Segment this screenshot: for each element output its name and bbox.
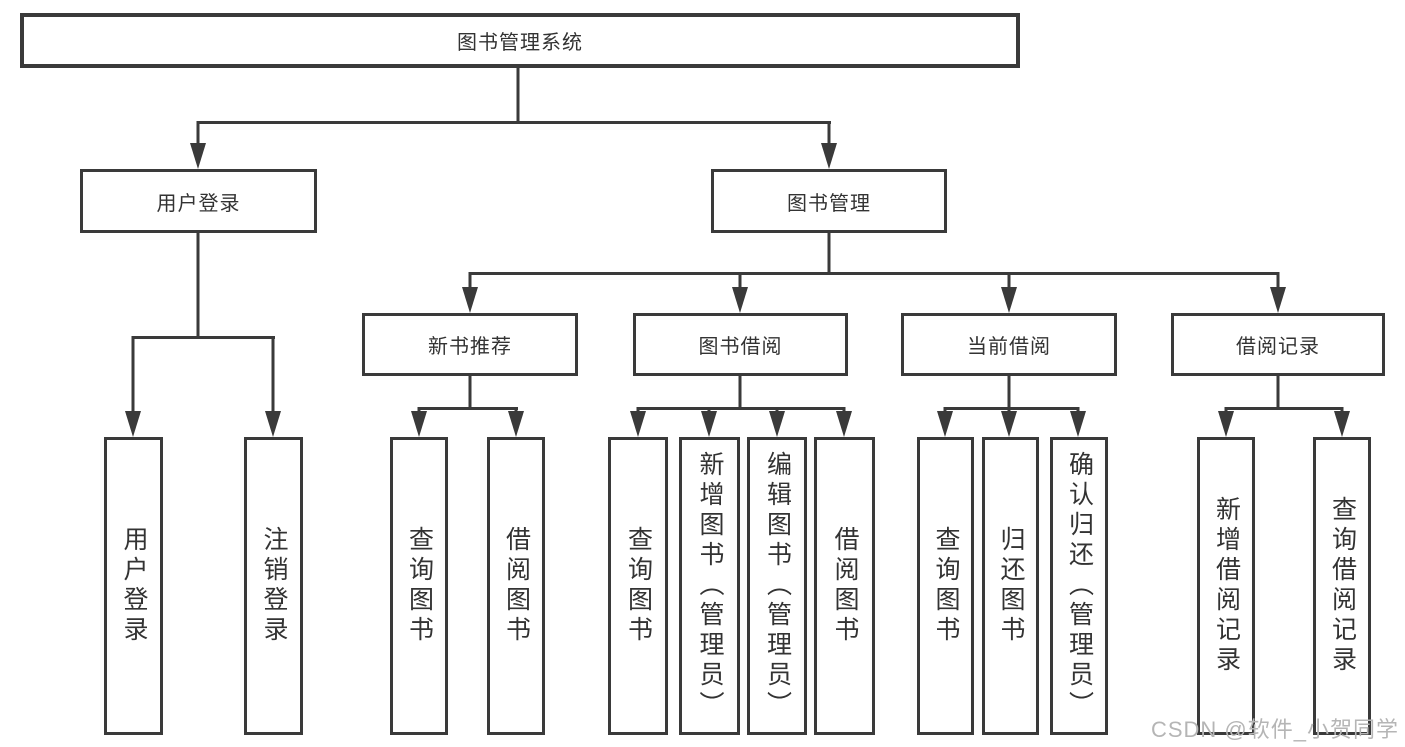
node-label: 用户登录 bbox=[156, 192, 241, 215]
node-label: 新书推荐 bbox=[428, 336, 512, 358]
connector-vline bbox=[827, 233, 831, 272]
node-label: 注销登录 bbox=[260, 526, 288, 646]
node-label: 当前借阅 bbox=[967, 336, 1051, 358]
connector-vline bbox=[707, 407, 711, 411]
node-label: 查询图书 bbox=[405, 526, 434, 646]
connector-hline bbox=[638, 407, 845, 410]
arrowhead-down-icon bbox=[732, 287, 748, 313]
arrowhead-down-icon bbox=[1001, 287, 1017, 313]
node-label: 新增图书（管理员） bbox=[696, 451, 724, 721]
node-label: 查询图书 bbox=[932, 526, 960, 646]
node-label: 查询图书 bbox=[624, 526, 653, 646]
csdn-watermark: CSDN @软件_小贺同学 bbox=[1150, 717, 1399, 742]
arrowhead-down-icon bbox=[1001, 411, 1017, 437]
node-borrow-records: 借阅记录 bbox=[1171, 313, 1385, 376]
connector-vline bbox=[1276, 376, 1280, 407]
arrowhead-down-icon bbox=[125, 411, 141, 437]
connector-vline bbox=[1224, 407, 1228, 411]
node-book-borrow: 图书借阅 bbox=[633, 313, 848, 376]
leaf-borrow-books-recommend: 借阅图书 bbox=[487, 437, 545, 735]
arrowhead-down-icon bbox=[265, 411, 281, 437]
node-label: 图书管理 bbox=[787, 192, 871, 215]
connector-vline bbox=[1007, 376, 1011, 407]
node-current-borrow: 当前借阅 bbox=[901, 313, 1117, 376]
connector-vline bbox=[468, 272, 472, 287]
connector-hline bbox=[419, 407, 518, 410]
connector-vline bbox=[636, 407, 640, 411]
connector-vline bbox=[827, 121, 831, 143]
arrowhead-down-icon bbox=[462, 287, 478, 313]
connector-hline bbox=[197, 121, 831, 124]
arrowhead-down-icon bbox=[836, 411, 852, 437]
connector-vline bbox=[943, 407, 947, 411]
connector-vline bbox=[196, 233, 200, 336]
arrowhead-down-icon bbox=[1070, 411, 1086, 437]
connector-vline bbox=[1076, 407, 1080, 411]
connector-vline bbox=[1007, 407, 1011, 411]
connector-hline bbox=[945, 407, 1079, 410]
node-label: 图书管理系统 bbox=[457, 32, 583, 54]
connector-vline bbox=[1276, 272, 1280, 287]
connector-vline bbox=[417, 407, 421, 411]
arrowhead-down-icon bbox=[1334, 411, 1350, 437]
arrowhead-down-icon bbox=[769, 411, 785, 437]
connector-vline bbox=[1340, 407, 1344, 411]
node-label: 用户登录 bbox=[120, 526, 148, 646]
connector-vline bbox=[196, 121, 200, 143]
leaf-logout: 注销登录 bbox=[244, 437, 303, 735]
connector-vline bbox=[842, 407, 846, 411]
connector-vline bbox=[514, 407, 518, 411]
connector-vline bbox=[271, 336, 275, 411]
leaf-query-borrow-record: 查询借阅记录 bbox=[1313, 437, 1371, 735]
leaf-user-login: 用户登录 bbox=[104, 437, 163, 735]
arrowhead-down-icon bbox=[1270, 287, 1286, 313]
arrowhead-down-icon bbox=[701, 411, 717, 437]
connector-vline bbox=[468, 376, 472, 407]
leaf-query-books-borrow: 查询图书 bbox=[608, 437, 668, 735]
arrowhead-down-icon bbox=[190, 143, 206, 169]
connector-vline bbox=[775, 407, 779, 411]
node-label: 借阅记录 bbox=[1236, 336, 1320, 358]
leaf-edit-books-admin: 编辑图书（管理员） bbox=[747, 437, 807, 735]
leaf-query-books-current: 查询图书 bbox=[917, 437, 974, 735]
leaf-add-books-admin: 新增图书（管理员） bbox=[679, 437, 740, 735]
leaf-return-books: 归还图书 bbox=[982, 437, 1039, 735]
leaf-add-borrow-record: 新增借阅记录 bbox=[1197, 437, 1255, 735]
node-label: 借阅图书 bbox=[831, 526, 859, 646]
connector-hline bbox=[132, 336, 275, 339]
connector-vline bbox=[516, 68, 520, 121]
node-label: 查询借阅记录 bbox=[1328, 496, 1357, 676]
arrowhead-down-icon bbox=[821, 143, 837, 169]
connector-hline bbox=[470, 272, 1279, 275]
connector-vline bbox=[738, 272, 742, 287]
leaf-borrow-books: 借阅图书 bbox=[814, 437, 875, 735]
node-label: 确认归还（管理员） bbox=[1065, 451, 1094, 721]
leaf-confirm-return-admin: 确认归还（管理员） bbox=[1050, 437, 1108, 735]
node-label: 编辑图书（管理员） bbox=[763, 451, 792, 721]
arrowhead-down-icon bbox=[1218, 411, 1234, 437]
node-book-management: 图书管理 bbox=[711, 169, 947, 233]
arrowhead-down-icon bbox=[508, 411, 524, 437]
node-new-book-recommend: 新书推荐 bbox=[362, 313, 578, 376]
node-user-login: 用户登录 bbox=[80, 169, 317, 233]
node-label: 图书借阅 bbox=[698, 336, 783, 358]
node-label: 新增借阅记录 bbox=[1212, 496, 1241, 676]
leaf-query-books-recommend: 查询图书 bbox=[390, 437, 448, 735]
connector-vline bbox=[1007, 272, 1011, 287]
connector-vline bbox=[738, 376, 742, 407]
node-label: 借阅图书 bbox=[502, 526, 531, 646]
node-library-system: 图书管理系统 bbox=[20, 13, 1020, 68]
node-label: 归还图书 bbox=[997, 526, 1025, 646]
connector-hline bbox=[1226, 407, 1343, 410]
arrowhead-down-icon bbox=[630, 411, 646, 437]
arrowhead-down-icon bbox=[937, 411, 953, 437]
arrowhead-down-icon bbox=[411, 411, 427, 437]
connector-vline bbox=[131, 336, 135, 411]
